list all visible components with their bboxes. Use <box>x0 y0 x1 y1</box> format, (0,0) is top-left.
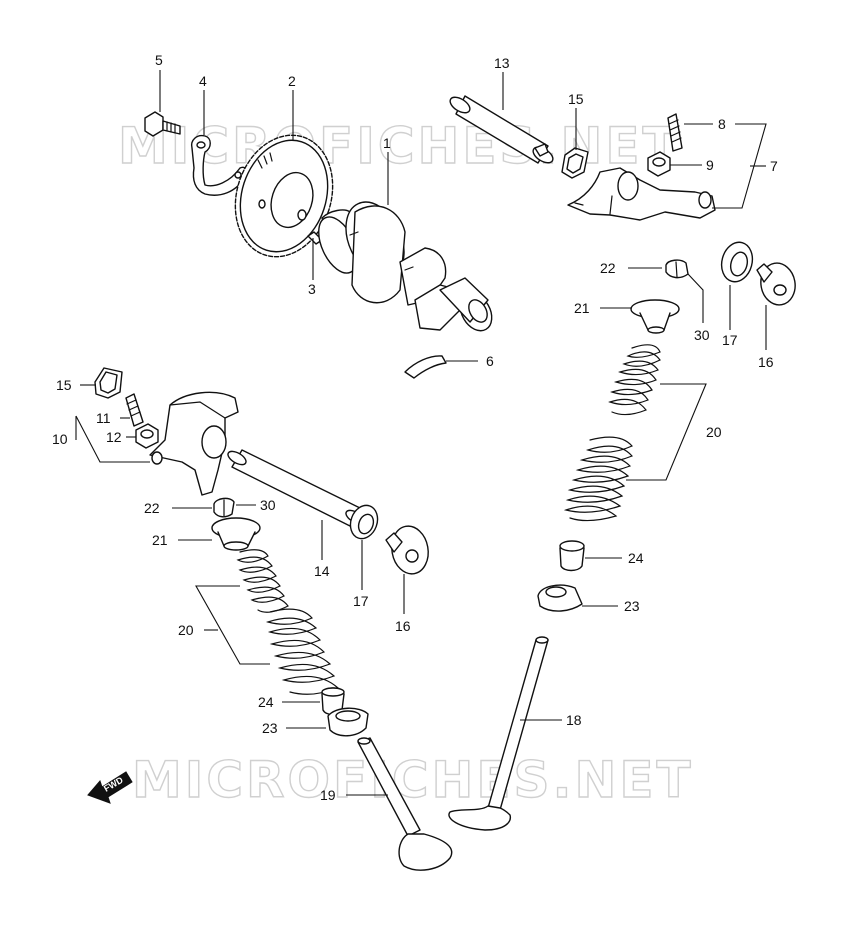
part-23-right-seat <box>537 584 583 612</box>
callout-12: 12 <box>106 429 122 445</box>
part-15-upper-ring <box>561 147 589 179</box>
fwd-arrow: FWD <box>87 771 133 804</box>
callout-18: 18 <box>566 712 582 728</box>
part-1-camshaft <box>318 201 493 332</box>
callout-22-left: 22 <box>144 500 160 516</box>
callout-labels: 5 4 2 1 3 6 13 15 8 9 7 22 21 30 17 16 2… <box>52 52 778 803</box>
part-23-left-seat <box>327 707 369 737</box>
part-14-shaft <box>227 449 365 527</box>
part-4-plate <box>190 134 247 196</box>
callout-3: 3 <box>308 281 316 297</box>
part-10-rocker-arm <box>149 391 239 496</box>
callout-17-right: 17 <box>722 332 738 348</box>
callout-24-right: 24 <box>628 550 644 566</box>
part-22-left-cotter <box>213 497 235 518</box>
callout-20-left: 20 <box>178 622 194 638</box>
callout-23-left: 23 <box>262 720 278 736</box>
part-21-left-retainer <box>211 517 261 551</box>
part-12-nut <box>135 423 159 449</box>
part-6-half-ring <box>404 355 447 379</box>
callout-16-left: 16 <box>395 618 411 634</box>
callout-24-left: 24 <box>258 694 274 710</box>
part-11-screw <box>125 393 144 427</box>
part-21-right-retainer <box>630 299 680 334</box>
callout-15-left: 15 <box>56 377 72 393</box>
callout-17-left: 17 <box>353 593 369 609</box>
callout-21-right: 21 <box>574 300 590 316</box>
callout-5: 5 <box>155 52 163 68</box>
part-17-right-ring <box>720 241 754 283</box>
part-17-left-ring <box>349 504 379 540</box>
callout-20-right: 20 <box>706 424 722 440</box>
part-24-left-seal <box>321 687 345 716</box>
callout-1: 1 <box>383 135 391 151</box>
callout-7: 7 <box>770 158 778 174</box>
callout-14: 14 <box>314 563 330 579</box>
callout-15-upper: 15 <box>568 91 584 107</box>
part-8-screw <box>667 113 683 152</box>
part-15-left-ring <box>94 367 123 399</box>
part-5-bolt <box>144 111 181 137</box>
part-13-shaft <box>449 95 554 164</box>
part-2-sprocket <box>234 134 334 258</box>
part-19-valve <box>357 737 453 871</box>
part-20-right-springs <box>563 344 661 522</box>
callout-4: 4 <box>199 73 207 89</box>
part-9-nut <box>647 151 671 177</box>
leader-lines <box>75 70 767 796</box>
callout-2: 2 <box>288 73 296 89</box>
callout-10: 10 <box>52 431 68 447</box>
callout-22-right: 22 <box>600 260 616 276</box>
part-24-right-seal <box>559 540 585 572</box>
callout-8: 8 <box>718 116 726 132</box>
callout-11: 11 <box>96 410 111 426</box>
part-20-left-springs <box>236 549 340 695</box>
watermark-bottom: MICROFICHES.NET <box>132 751 694 809</box>
callout-23-right: 23 <box>624 598 640 614</box>
callout-21-left: 21 <box>152 532 168 548</box>
callout-13: 13 <box>494 55 510 71</box>
callout-30-left: 30 <box>260 497 276 513</box>
callout-16-right: 16 <box>758 354 774 370</box>
part-7-rocker-arm <box>567 167 716 221</box>
part-16-left-cap <box>385 525 429 575</box>
callout-19: 19 <box>320 787 336 803</box>
callout-6: 6 <box>486 353 494 369</box>
part-16-right-cap <box>756 262 796 306</box>
callout-9: 9 <box>706 157 714 173</box>
part-18-valve <box>448 636 549 831</box>
part-22-right-cotter <box>665 259 689 279</box>
callout-30-right: 30 <box>694 327 710 343</box>
